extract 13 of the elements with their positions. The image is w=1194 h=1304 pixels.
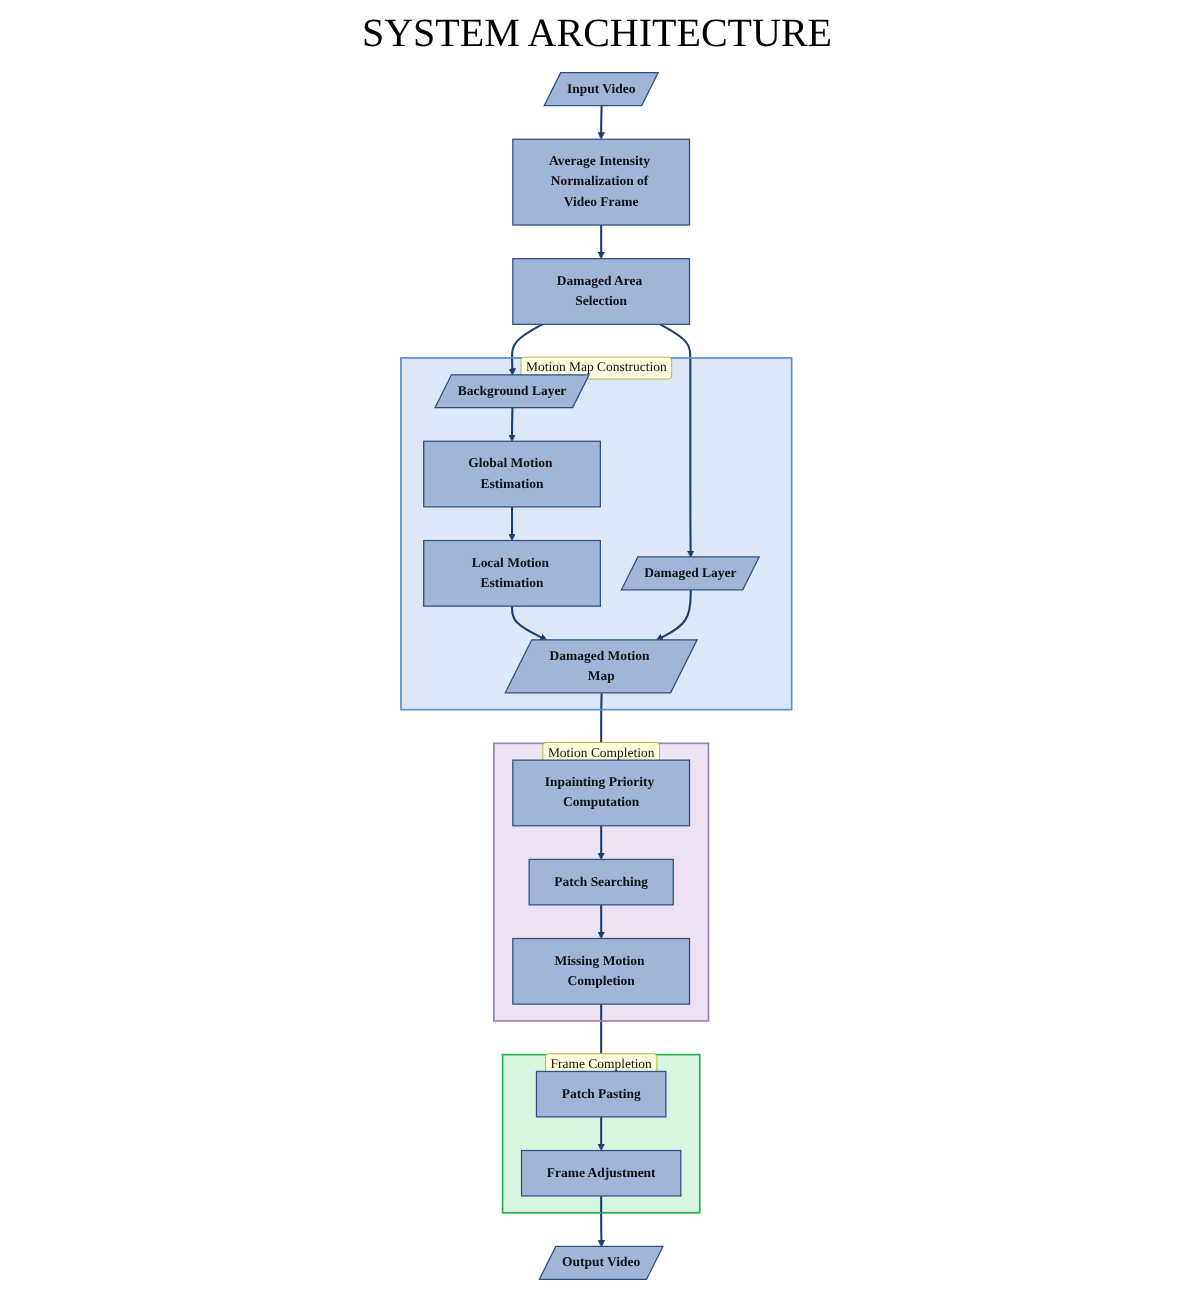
arrow xyxy=(656,590,693,641)
arrow xyxy=(660,323,696,558)
arrow xyxy=(598,825,606,860)
arrow xyxy=(598,1116,606,1151)
diagram-title: SYSTEM ARCHITECTURE xyxy=(359,12,835,58)
arrow xyxy=(509,323,544,376)
arrow xyxy=(598,225,606,259)
arrow xyxy=(598,1195,606,1248)
arrow xyxy=(509,506,517,541)
arrow xyxy=(511,606,549,641)
arrow xyxy=(598,904,606,939)
arrow xyxy=(509,408,517,442)
arrow xyxy=(598,105,606,140)
